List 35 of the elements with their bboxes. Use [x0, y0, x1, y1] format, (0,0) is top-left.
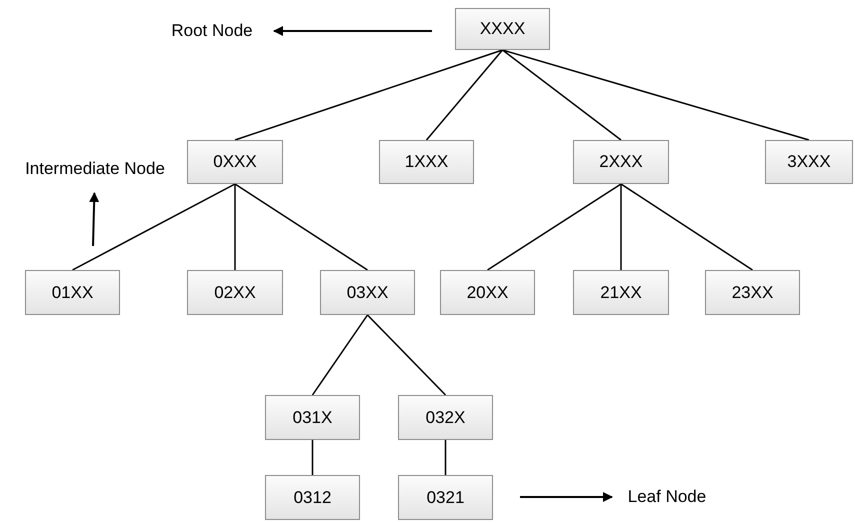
- connector-line: [620, 184, 622, 270]
- arrow: [273, 26, 432, 36]
- tree-node-box: 0312: [265, 475, 360, 520]
- tree-node-box: 0321: [398, 475, 493, 520]
- node-label: Leaf Node: [612, 480, 722, 514]
- connector-line: [72, 183, 236, 271]
- connector-line: [487, 183, 622, 271]
- tree-node-box: XXXX: [455, 8, 550, 50]
- tree-node-box: 02XX: [187, 270, 283, 315]
- tree-node-box: 2XXX: [573, 140, 669, 184]
- tree-node-box: 032X: [398, 395, 493, 440]
- node-label: Intermediate Node: [10, 145, 180, 193]
- tree-node-box: 3XXX: [765, 140, 853, 184]
- arrow: [89, 192, 100, 246]
- tree-node-box: 031X: [265, 395, 360, 440]
- connector-line: [234, 184, 236, 270]
- tree-node-box: 01XX: [25, 270, 120, 315]
- connector-line: [234, 183, 368, 271]
- tree-node-box: 03XX: [320, 270, 415, 315]
- connector-line: [234, 49, 503, 141]
- connector-line: [312, 314, 368, 396]
- tree-node-box: 1XXX: [379, 140, 474, 184]
- connector-line: [444, 440, 446, 475]
- tree-node-box: 21XX: [573, 270, 669, 315]
- connector-line: [502, 49, 810, 141]
- tree-node-box: 20XX: [440, 270, 535, 315]
- connector-line: [502, 49, 622, 141]
- connector-line: [426, 50, 504, 140]
- connector-line: [366, 314, 446, 396]
- tree-node-box: 23XX: [705, 270, 800, 315]
- node-label: Root Node: [150, 14, 274, 48]
- arrow: [520, 492, 613, 502]
- connector-line: [620, 183, 753, 271]
- connector-line: [312, 440, 314, 475]
- tree-node-box: 0XXX: [187, 140, 283, 184]
